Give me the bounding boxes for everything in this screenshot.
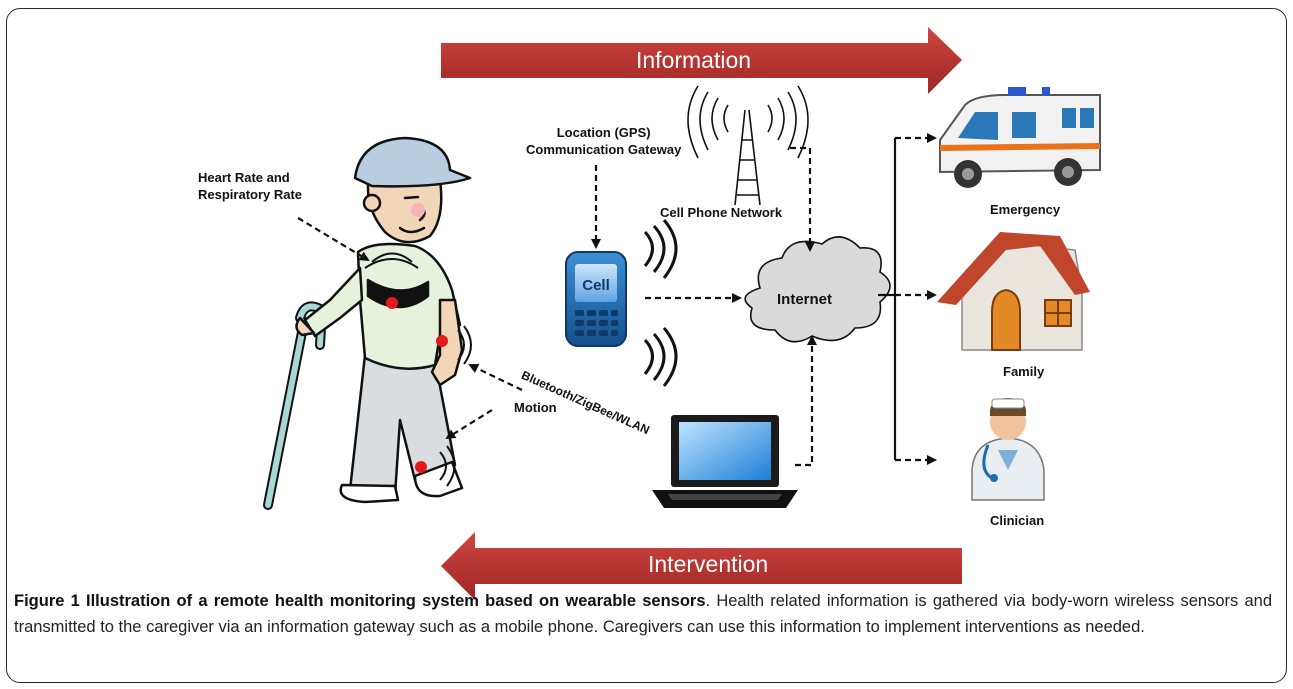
wireless-waves-icon xyxy=(643,219,678,387)
phone-screen-label: Cell xyxy=(582,277,610,294)
caption-body: . Health related information is gathered… xyxy=(14,592,1273,636)
intervention-arrow-label: Intervention xyxy=(648,551,769,577)
elderly-person-figure xyxy=(263,136,472,510)
cheek-blush xyxy=(411,203,425,217)
house-icon xyxy=(937,232,1090,351)
internet-cloud-icon xyxy=(744,236,891,343)
intervention-arrow xyxy=(441,532,962,600)
dashed-connectors xyxy=(297,133,937,467)
ambulance-icon xyxy=(939,87,1101,188)
motion-label: Motion xyxy=(514,400,557,415)
internet-label: Internet xyxy=(777,291,833,308)
cell-network-label: Cell Phone Network xyxy=(660,205,783,220)
sensor-wave-icons xyxy=(364,252,472,487)
laptop-icon xyxy=(652,415,798,508)
clinician-icon xyxy=(971,398,1045,501)
distribution-bus-line xyxy=(878,138,897,460)
clinician-label: Clinician xyxy=(990,513,1045,528)
heart-respiratory-label: Heart Rate and Respiratory Rate xyxy=(198,170,303,202)
information-arrow-label: Information xyxy=(636,47,752,73)
gateway-label: Location (GPS) Communication Gateway xyxy=(526,125,682,157)
mobile-phone-icon xyxy=(565,251,627,347)
cell-tower-icon xyxy=(687,85,809,206)
chest-sensor-dot xyxy=(386,297,398,309)
ankle-sensor-dot xyxy=(415,461,427,473)
family-label: Family xyxy=(1003,364,1045,379)
emergency-label: Emergency xyxy=(990,202,1061,217)
figure-caption: Figure 1 Illustration of a remote health… xyxy=(14,588,1272,640)
wrist-sensor-dot xyxy=(436,335,448,347)
information-arrow xyxy=(441,27,962,94)
caption-title: Figure 1 Illustration of a remote health… xyxy=(14,592,706,610)
